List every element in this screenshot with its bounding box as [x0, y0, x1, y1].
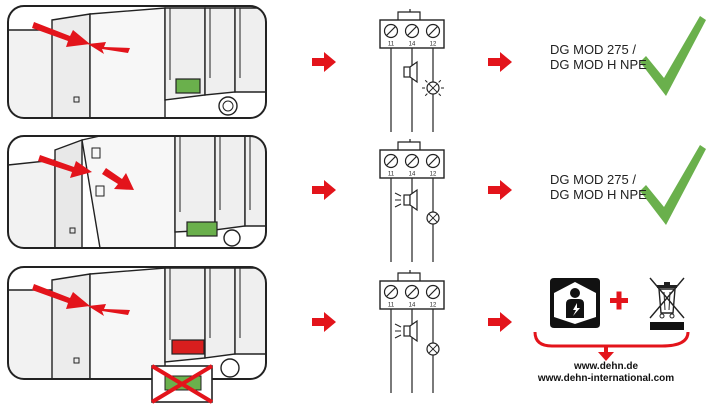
- bracket-arrow-icon: [533, 331, 690, 361]
- flow-arrows: [312, 52, 512, 332]
- device-image-row-3: [7, 266, 267, 404]
- crossed-out-bin-icon: [649, 277, 685, 330]
- terminal-number: 12: [430, 172, 437, 178]
- result-line-2: DG MOD H NPE: [550, 187, 647, 202]
- terminal-number: 12: [430, 42, 437, 48]
- buzzer-icon: [403, 66, 411, 78]
- terminal-number: 12: [430, 303, 437, 309]
- flow-arrow-icon: [312, 52, 336, 72]
- insert-arrow-icon: [102, 168, 134, 190]
- result-line-2: DG MOD H NPE: [550, 57, 647, 72]
- flow-arrow-icon: [312, 180, 336, 200]
- circuit-symbols: 11 14 12 11 14 12 11 14 12: [379, 9, 445, 393]
- url-dehn-de[interactable]: www.dehn.de: [573, 361, 639, 372]
- crossed-indicator-icon: [150, 364, 214, 404]
- flow-arrow-icon: [488, 180, 512, 200]
- pinch-arrow-icon: [32, 284, 90, 309]
- terminal-number: 14: [409, 172, 416, 178]
- electrician-icon: [550, 278, 600, 328]
- pinch-arrow-icon: [88, 42, 130, 54]
- checkmark-icon: [640, 145, 706, 225]
- plus-icon: [610, 291, 628, 310]
- terminal-number: 11: [388, 42, 395, 48]
- terminal-number: 14: [409, 303, 416, 309]
- pinch-arrow-icon: [88, 304, 130, 316]
- relay-circuit-row-1: 11 14 12: [379, 9, 445, 132]
- terminal-number: 11: [388, 303, 395, 309]
- relay-circuit-row-3: 11 14 12: [379, 270, 445, 393]
- url-dehn-international[interactable]: www.dehn-international.com: [537, 373, 675, 384]
- buzzer-icon: [403, 325, 411, 337]
- status-indicator-row-3: [171, 339, 205, 355]
- device-image-row-1: [7, 5, 267, 119]
- result-text-row-1: DG MOD 275 / DG MOD H NPE: [550, 42, 647, 72]
- device-image-row-2: [7, 135, 267, 249]
- flow-arrow-icon: [312, 312, 336, 332]
- flow-arrow-icon: [488, 312, 512, 332]
- pinch-arrow-icon: [32, 22, 90, 47]
- result-text-row-2: DG MOD 275 / DG MOD H NPE: [550, 172, 647, 202]
- checkmark-icon: [640, 16, 706, 96]
- status-indicator-row-1: [175, 78, 201, 94]
- result-line-1: DG MOD 275 /: [550, 42, 636, 57]
- result-line-1: DG MOD 275 /: [550, 172, 636, 187]
- terminal-number: 11: [388, 172, 395, 178]
- flow-arrow-icon: [488, 52, 512, 72]
- insert-arrow-icon: [38, 155, 92, 178]
- relay-circuit-row-2: 11 14 12: [379, 139, 445, 262]
- status-indicator-row-2: [186, 221, 218, 237]
- terminal-number: 14: [409, 42, 416, 48]
- buzzer-icon: [403, 194, 411, 206]
